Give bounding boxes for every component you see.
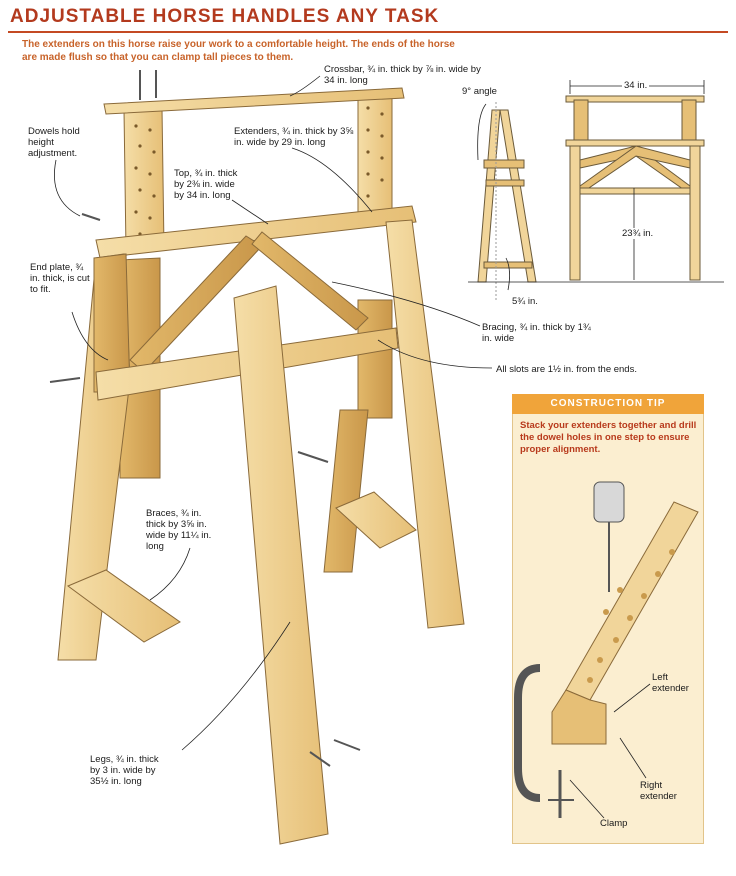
leader-lines [54, 75, 493, 751]
side-elevation [477, 102, 537, 300]
label-dowels: Dowels hold height adjustment. [28, 126, 80, 159]
label-width: 34 in. [622, 80, 650, 91]
top-board [95, 205, 417, 259]
label-clamp: Clamp [600, 818, 628, 829]
label-top: Top, ¾ in. thick by 2⅜ in. wide by 34 in… [174, 168, 238, 201]
label-crossbar: Crossbar, ¾ in. thick by ⅞ in. wide by 3… [324, 64, 481, 86]
left-brace [66, 569, 181, 643]
label-end-plate: End plate, ¾ in. thick, is cut to fit. [30, 262, 90, 295]
label-angle: 9° angle [462, 86, 497, 97]
front-right-leg [385, 219, 465, 629]
bracing-right [251, 231, 369, 331]
loose-screws [49, 213, 361, 767]
intro-text: The extenders on this horse raise your w… [22, 39, 455, 63]
crossbar-screws [139, 70, 157, 100]
construction-tip-text: Stack your extenders together and drill … [520, 420, 697, 455]
back-right-leg-lower [323, 409, 369, 573]
page-title: ADJUSTABLE HORSE HANDLES ANY TASK [10, 6, 440, 27]
construction-tip-box [512, 394, 704, 844]
crossbar [103, 87, 405, 115]
label-right-extender: Right extender [640, 780, 677, 802]
left-extender [123, 107, 165, 251]
label-slots: All slots are 1½ in. from the ends. [496, 364, 637, 375]
title-rule [8, 31, 728, 33]
label-bracing: Bracing, ¾ in. thick by 1¾ in. wide [482, 322, 591, 344]
angle-mark [477, 103, 510, 291]
center-leg [233, 285, 329, 845]
label-legs: Legs, ¾ in. thick by 3 in. wide by 35½ i… [90, 754, 159, 787]
label-extenders: Extenders, ¾ in. thick by 3⅝ in. wide by… [234, 126, 354, 148]
construction-tip-heading: CONSTRUCTION TIP [512, 394, 704, 414]
label-braces: Braces, ¾ in. thick by 3⅝ in. wide by 11… [146, 508, 212, 552]
right-extender [357, 93, 393, 213]
label-height: 23¾ in. [620, 228, 656, 239]
label-foot: 5¾ in. [512, 296, 538, 307]
label-left-extender: Left extender [652, 672, 689, 694]
front-elevation [565, 95, 705, 281]
right-brace [335, 491, 417, 549]
